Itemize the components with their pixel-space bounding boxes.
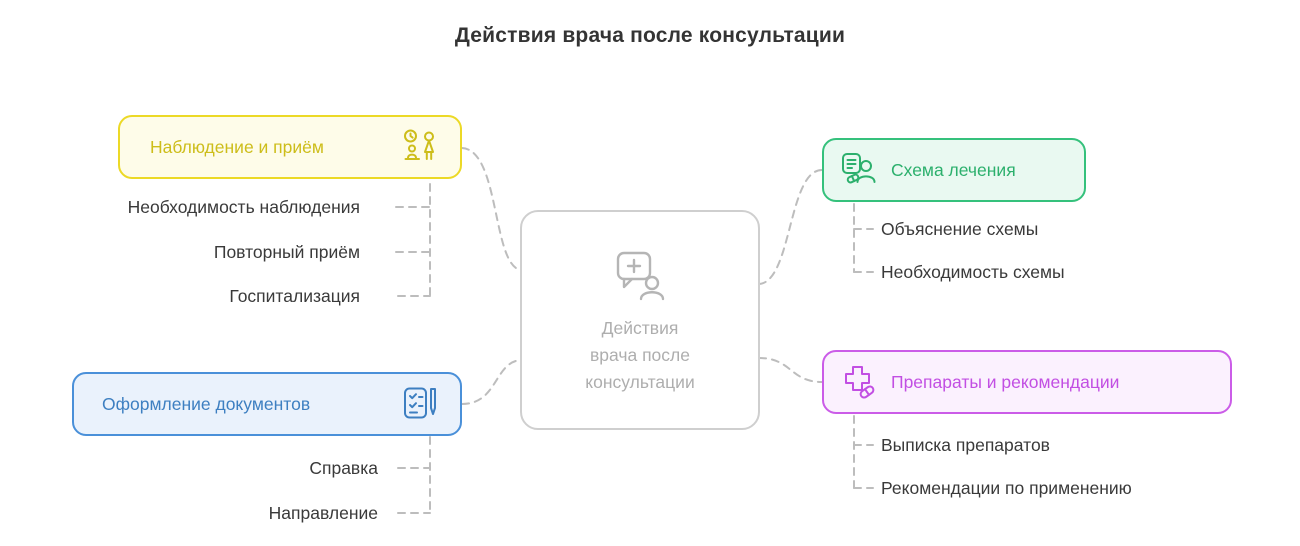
- branch-observation-label: Наблюдение и приём: [150, 136, 324, 157]
- child-referral: Направление: [268, 503, 378, 523]
- diagram-title: Действия врача после консультации: [454, 24, 846, 47]
- branch-medications-label: Препараты и рекомендации: [891, 371, 1120, 392]
- branch-medications: Препараты и рекомендации: [822, 350, 1232, 414]
- center-label-line-2: врача после: [589, 344, 690, 365]
- center-node-label: Действия врача после консультации: [585, 315, 694, 396]
- center-label-line-3: консультации: [585, 371, 695, 392]
- center-label-line-1: Действия: [601, 317, 679, 338]
- child-hospitalization: Госпитализация: [229, 286, 360, 306]
- branch-observation-reception: Наблюдение и приём: [118, 115, 462, 179]
- child-usage-recommendations: Рекомендации по применению: [881, 478, 1132, 498]
- document-pen-icon: [404, 387, 436, 419]
- child-certificate: Справка: [309, 458, 378, 478]
- medication-pill-icon: [845, 366, 875, 399]
- child-repeat-appointment: Повторный приём: [213, 242, 360, 262]
- branch-documents: Оформление документов: [72, 372, 462, 436]
- branch-treatment-scheme: Схема лечения: [822, 138, 1086, 202]
- child-prescriptions: Выписка препаратов: [881, 435, 1050, 455]
- child-scheme-explanation: Объяснение схемы: [881, 219, 1039, 239]
- branch-documents-label: Оформление документов: [102, 393, 311, 414]
- center-node: Действия врача после консультации: [520, 210, 760, 430]
- reception-appointment-icon: [404, 129, 434, 160]
- child-need-observation: Необходимость наблюдения: [127, 197, 360, 217]
- consultation-bubble-icon: [616, 251, 665, 300]
- child-scheme-necessity: Необходимость схемы: [881, 262, 1065, 282]
- treatment-scheme-icon: [842, 153, 876, 184]
- branch-treatment-scheme-label: Схема лечения: [891, 159, 1016, 180]
